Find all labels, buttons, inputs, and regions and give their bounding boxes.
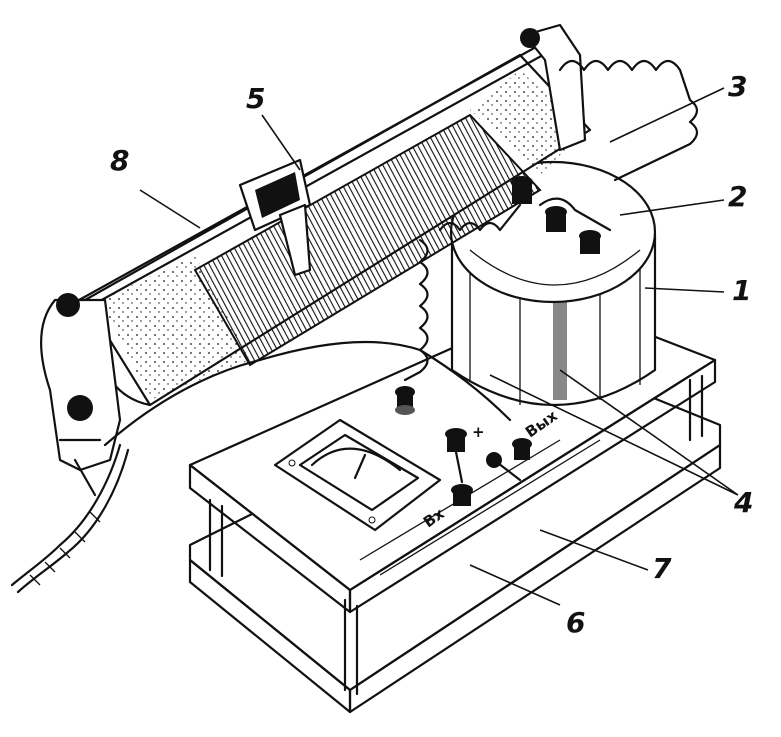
terminal-right	[512, 438, 532, 460]
slider-contact	[238, 158, 312, 277]
callout-2: 2	[728, 180, 747, 213]
terminal-center-bottom	[451, 484, 473, 506]
terminal-left	[395, 386, 415, 415]
plus-mark: +	[472, 423, 485, 441]
callout-5: 5	[246, 82, 265, 115]
callout-7: 7	[652, 552, 672, 585]
switch-7	[486, 452, 522, 482]
callout-3: 3	[728, 70, 747, 103]
wires	[10, 59, 699, 594]
callout-1: 1	[732, 274, 751, 307]
callout-4: 4	[733, 486, 753, 519]
terminal-center-top	[445, 428, 467, 484]
leader-lines	[139, 87, 739, 606]
meter	[273, 418, 442, 532]
tuning-coil	[40, 23, 592, 497]
callout-8: 8	[110, 144, 129, 177]
callouts: 8 5 3 2 1 4 7 6	[110, 70, 753, 639]
callout-6: 6	[566, 606, 585, 639]
